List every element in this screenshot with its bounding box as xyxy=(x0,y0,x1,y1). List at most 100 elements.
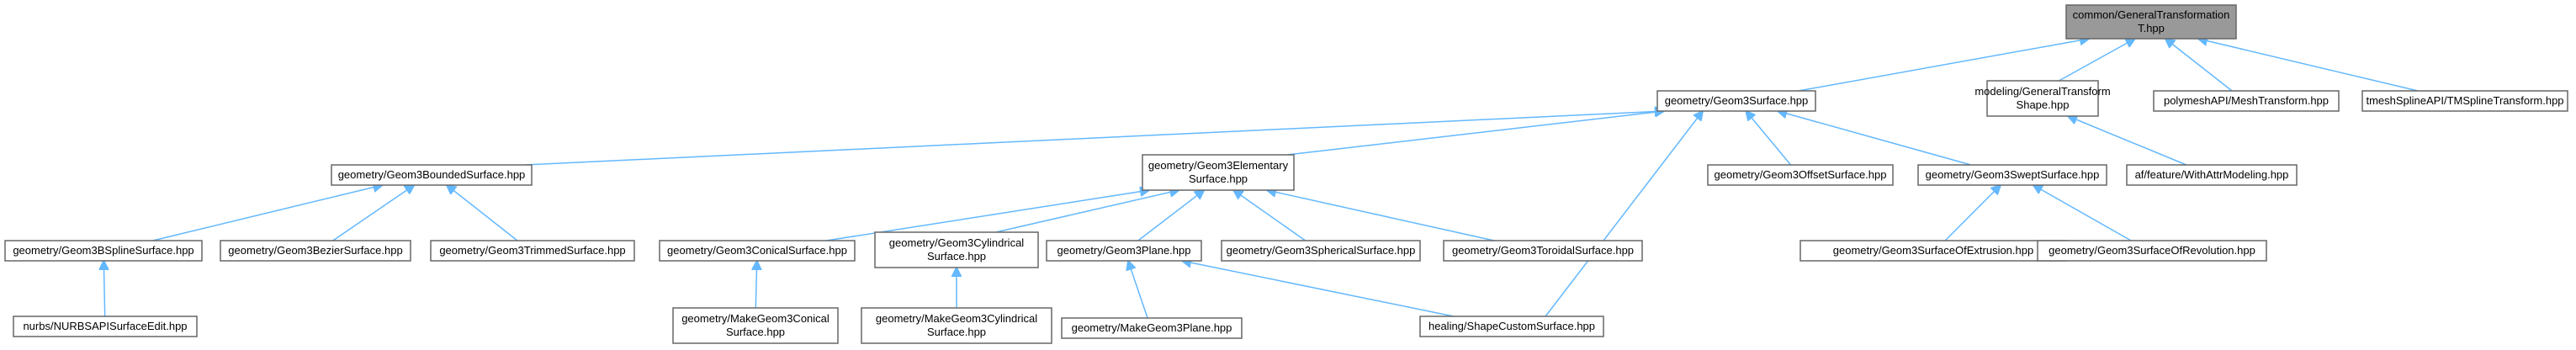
edge-line xyxy=(332,185,415,241)
node-geom3-surface-of-extrusion-hpp[interactable]: geometry/Geom3SurfaceOfExtrusion.hpp xyxy=(1799,240,2067,262)
node-geom3-trimmed-surface-hpp[interactable]: geometry/Geom3TrimmedSurface.hpp xyxy=(430,240,635,262)
edge-geom3_bezier-to-geom3_bounded xyxy=(332,185,415,241)
node-geom3-surface-of-extrusion-hpp-label-line-0: geometry/Geom3SurfaceOfExtrusion.hpp xyxy=(1833,244,2033,257)
node-geom3-offset-surface-hpp[interactable]: geometry/Geom3OffsetSurface.hpp xyxy=(1707,164,1894,186)
node-nurbs-surface-edit-hpp[interactable]: nurbs/NURBSAPISurfaceEdit.hpp xyxy=(13,316,198,337)
edge-line xyxy=(755,261,756,309)
edge-with_attr_modeling-to-general_transform_shape xyxy=(2068,116,2187,166)
node-geom3-cylindrical-surface-hpp-box xyxy=(874,231,1039,268)
edge-line xyxy=(995,190,1179,233)
edge-geom3_bounded-to-geom3_surface xyxy=(524,111,1664,166)
edge-line xyxy=(2165,39,2233,92)
edge-tmspline_transform-to-general_transformation xyxy=(2198,39,2419,92)
node-geom3-elementary-surface-hpp-box xyxy=(1142,154,1295,191)
edge-line xyxy=(1286,111,1664,156)
edge-line xyxy=(2058,39,2134,82)
edges-layer xyxy=(103,39,2419,319)
node-geom3-swept-surface-hpp-label-line-0: geometry/Geom3SweptSurface.hpp xyxy=(1926,168,2100,181)
edge-general_transform_shape-to-general_transformation xyxy=(2058,39,2134,82)
edge-geom3_bspline-to-geom3_bounded xyxy=(152,185,383,241)
node-geom3-surface-of-revolution-hpp-box xyxy=(2037,240,2267,262)
node-general-transformation-hpp-box xyxy=(2065,4,2237,40)
edge-line xyxy=(2068,116,2187,166)
node-geom3-bounded-surface-hpp-label-line-0: geometry/Geom3BoundedSurface.hpp xyxy=(338,168,526,181)
node-shape-custom-surface-hpp[interactable]: healing/ShapeCustomSurface.hpp xyxy=(1419,316,1604,337)
node-make-geom3-plane-hpp-label-line-0: geometry/MakeGeom3Plane.hpp xyxy=(1072,321,1232,334)
edge-line xyxy=(152,185,383,241)
node-with-attr-modeling-hpp-box xyxy=(2126,164,2298,186)
edge-line xyxy=(1944,185,2001,241)
edge-line xyxy=(1545,111,1703,317)
edge-make_conical-to-geom3_conical xyxy=(755,261,756,309)
node-geom3-swept-surface-hpp[interactable]: geometry/Geom3SweptSurface.hpp xyxy=(1917,164,2107,186)
edge-geom3_trimmed-to-geom3_bounded xyxy=(447,185,518,241)
node-mesh-transform-hpp[interactable]: polymeshAPI/MeshTransform.hpp xyxy=(2153,90,2340,112)
node-make-geom3-cylindrical-surface-hpp-box xyxy=(861,307,1052,344)
node-geom3-surface-hpp[interactable]: geometry/Geom3Surface.hpp xyxy=(1656,90,1816,112)
edge-line xyxy=(447,185,518,241)
node-mesh-transform-hpp-label-line-0: polymeshAPI/MeshTransform.hpp xyxy=(2164,94,2329,107)
node-general-transformation-hpp-label-line-1: T.hpp xyxy=(2138,22,2165,34)
edge-line xyxy=(103,261,104,317)
node-geom3-conical-surface-hpp-label-line-0: geometry/Geom3ConicalSurface.hpp xyxy=(667,244,847,257)
node-geom3-surface-hpp-label-line-0: geometry/Geom3Surface.hpp xyxy=(1665,94,1809,107)
node-shape-custom-surface-hpp-box xyxy=(1419,316,1604,337)
node-nurbs-surface-edit-hpp-label-line-0: nurbs/NURBSAPISurfaceEdit.hpp xyxy=(23,320,187,332)
node-general-transform-shape-hpp-label-line-1: Shape.hpp xyxy=(2017,98,2070,111)
node-general-transform-shape-hpp-box xyxy=(1986,80,2099,117)
edge-geom3_swept-to-geom3_surface xyxy=(1778,111,1972,166)
edge-line xyxy=(1267,190,1495,241)
edge-make_plane-to-geom3_plane xyxy=(1128,261,1148,319)
node-geom3-toroidal-surface-hpp-box xyxy=(1443,240,1643,262)
node-geom3-toroidal-surface-hpp[interactable]: geometry/Geom3ToroidalSurface.hpp xyxy=(1443,240,1643,262)
node-make-geom3-conical-surface-hpp-label-line-0: geometry/MakeGeom3Conical xyxy=(681,312,830,325)
node-geom3-surface-of-revolution-hpp-label-line-0: geometry/Geom3SurfaceOfRevolution.hpp xyxy=(2049,244,2255,257)
node-geom3-trimmed-surface-hpp-label-line-0: geometry/Geom3TrimmedSurface.hpp xyxy=(439,244,625,257)
edge-nurbs_surface_edit-to-geom3_bspline xyxy=(103,261,104,317)
node-geom3-surface-of-revolution-hpp[interactable]: geometry/Geom3SurfaceOfRevolution.hpp xyxy=(2037,240,2267,262)
edge-geom3_cylindrical-to-geom3_elementary xyxy=(995,190,1179,233)
edge-line xyxy=(1182,261,1455,317)
node-geom3-offset-surface-hpp-box xyxy=(1707,164,1894,186)
edge-line xyxy=(1778,111,1972,166)
node-geom3-bezier-surface-hpp[interactable]: geometry/Geom3BezierSurface.hpp xyxy=(220,240,411,262)
node-tmspline-transform-hpp[interactable]: tmeshSplineAPI/TMSplineTransform.hpp xyxy=(2361,90,2568,112)
node-geom3-bspline-surface-hpp[interactable]: geometry/Geom3BSplineSurface.hpp xyxy=(4,240,203,262)
node-geom3-bounded-surface-hpp[interactable]: geometry/Geom3BoundedSurface.hpp xyxy=(331,164,533,186)
node-geom3-bezier-surface-hpp-box xyxy=(220,240,411,262)
node-geom3-bezier-surface-hpp-label-line-0: geometry/Geom3BezierSurface.hpp xyxy=(228,244,402,257)
node-shape-custom-surface-hpp-label-line-0: healing/ShapeCustomSurface.hpp xyxy=(1428,320,1595,332)
node-make-geom3-cylindrical-surface-hpp-label-line-1: Surface.hpp xyxy=(927,326,986,338)
node-geom3-spherical-surface-hpp[interactable]: geometry/Geom3SphericalSurface.hpp xyxy=(1221,240,1421,262)
node-make-geom3-plane-hpp[interactable]: geometry/MakeGeom3Plane.hpp xyxy=(1061,317,1243,339)
node-mesh-transform-hpp-box xyxy=(2153,90,2340,112)
node-geom3-elementary-surface-hpp-label-line-0: geometry/Geom3Elementary xyxy=(1148,159,1289,172)
node-geom3-cylindrical-surface-hpp-label-line-0: geometry/Geom3Cylindrical xyxy=(889,236,1025,249)
node-geom3-plane-hpp-label-line-0: geometry/Geom3Plane.hpp xyxy=(1057,244,1191,257)
edge-line xyxy=(2198,39,2419,92)
node-make-geom3-cylindrical-surface-hpp-label-line-0: geometry/MakeGeom3Cylindrical xyxy=(876,312,1037,325)
node-make-geom3-conical-surface-hpp-box xyxy=(672,307,839,344)
node-geom3-bspline-surface-hpp-label-line-0: geometry/Geom3BSplineSurface.hpp xyxy=(13,244,193,257)
edge-geom3_plane-to-geom3_elementary xyxy=(1137,190,1204,241)
edge-shape_custom_surface-to-geom3_surface xyxy=(1545,111,1703,317)
node-geom3-conical-surface-hpp[interactable]: geometry/Geom3ConicalSurface.hpp xyxy=(659,240,856,262)
node-geom3-offset-surface-hpp-label-line-0: geometry/Geom3OffsetSurface.hpp xyxy=(1715,168,1887,181)
node-geom3-bounded-surface-hpp-box xyxy=(331,164,533,186)
node-with-attr-modeling-hpp[interactable]: af/feature/WithAttrModeling.hpp xyxy=(2126,164,2298,186)
edge-line xyxy=(1137,190,1204,241)
node-geom3-plane-hpp[interactable]: geometry/Geom3Plane.hpp xyxy=(1046,240,1202,262)
node-make-geom3-conical-surface-hpp-label-line-1: Surface.hpp xyxy=(726,326,785,338)
edge-line xyxy=(1233,190,1307,241)
edge-shape_custom_surface-to-geom3_plane xyxy=(1182,261,1455,317)
edge-geom3_toroidal-to-geom3_elementary xyxy=(1267,190,1495,241)
node-geom3-spherical-surface-hpp-box xyxy=(1221,240,1421,262)
